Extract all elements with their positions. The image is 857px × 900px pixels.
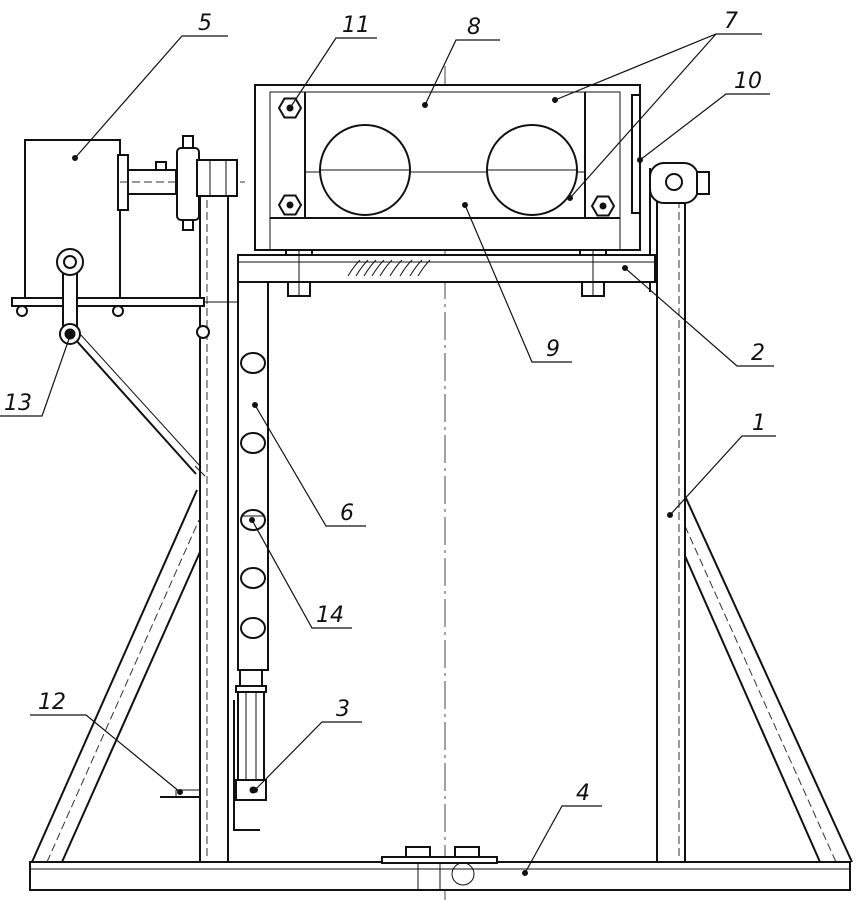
callout-5: 5 [72, 11, 228, 161]
callout-2-label: 2 [751, 341, 765, 366]
callout-10-label: 10 [734, 69, 762, 94]
bar-hole [240, 567, 266, 589]
callout-13: 13 [0, 335, 71, 417]
callout-2: 2 [622, 265, 774, 367]
hex-bolt-icon [590, 195, 616, 217]
left-post [194, 194, 229, 863]
cable [73, 333, 201, 475]
bar-hole [240, 352, 266, 374]
callout-12-label: 12 [38, 690, 66, 715]
callout-11-label: 11 [342, 13, 370, 38]
housing [254, 84, 641, 251]
callout-3-label: 3 [336, 697, 350, 722]
callout-9: 9 [462, 202, 572, 363]
adjusting-bar [237, 281, 269, 671]
callout-8-label: 8 [467, 15, 481, 40]
callout-14: 14 [249, 517, 352, 629]
callout-5-label: 5 [198, 11, 212, 36]
handle [56, 248, 84, 345]
bar-hole [240, 617, 266, 639]
bar-hole [240, 432, 266, 454]
callout-9-label: 9 [546, 337, 560, 362]
callout-12: 12 [30, 690, 183, 795]
side-plate [631, 94, 641, 214]
weld-hatch [347, 259, 431, 277]
callout-7: 7 [552, 9, 762, 201]
callout-3: 3 [252, 697, 362, 793]
bearing-block [196, 159, 238, 197]
cylinder [233, 669, 267, 831]
callout-11: 11 [289, 13, 377, 109]
callout-14-label: 14 [316, 603, 344, 628]
callout-7-label: 7 [724, 9, 738, 34]
callout-1: 1 [667, 411, 776, 518]
callout-6: 6 [252, 402, 366, 527]
hex-bolt-icon [277, 194, 303, 216]
motor-platform [11, 297, 238, 317]
coupling [176, 147, 200, 221]
callout-1-label: 1 [752, 411, 766, 436]
callout-4-label: 4 [576, 781, 590, 806]
callout-6-label: 6 [340, 501, 354, 526]
callout-13-label: 13 [4, 391, 32, 416]
callout-4: 4 [522, 781, 602, 876]
right-brace [684, 495, 853, 863]
right-post [649, 162, 710, 863]
callout-8: 8 [422, 15, 500, 108]
base-beam [29, 846, 851, 891]
base-bolt-left [381, 856, 498, 864]
left-brace [31, 489, 201, 863]
callout-10: 10 [637, 69, 770, 163]
